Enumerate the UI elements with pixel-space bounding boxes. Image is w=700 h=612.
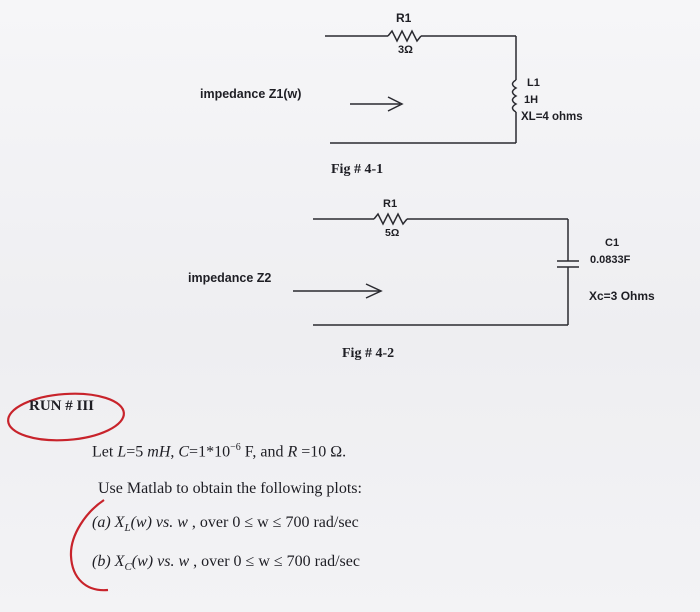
L-value: =5 (126, 443, 148, 461)
given-values-line: Let L=5 mH, C=1*10−6 F, and R =10 Ω. (92, 442, 346, 461)
plot-item-a: (a) XL(w) vs. w , over 0 ≤ w ≤ 700 rad/s… (92, 514, 359, 534)
item-a-range: , over 0 ≤ w ≤ 700 rad/sec (187, 514, 359, 531)
item-a-func-arg: (w) (130, 514, 152, 531)
red-bracket-annotation-items (69, 499, 109, 592)
item-b-func-arg: (w) (131, 553, 154, 570)
run-title: RUN # III (29, 398, 95, 414)
fig2-capacitor-name: C1 (605, 237, 620, 249)
instruction-text: Use Matlab to obtain the following plots… (98, 480, 362, 497)
C-exponent: −6 (230, 442, 241, 453)
L-unit: mH (147, 443, 171, 461)
fig1-circuit (325, 29, 518, 144)
item-a-func-sub: L (124, 522, 131, 535)
item-a-vs: vs. w (151, 514, 188, 531)
red-circle-annotation-run (7, 392, 125, 442)
fig1-inductor-symbol (511, 79, 518, 113)
fig2-arrow-head (365, 283, 383, 299)
fig2-impedance-label: impedance Z2 (188, 271, 272, 285)
fig2-resistor-name: R1 (383, 198, 398, 210)
R-value: =10 Ω. (297, 443, 347, 461)
item-b-func: X (114, 553, 125, 570)
fig1-inductor-value: 1H (524, 94, 539, 106)
fig1-resistor-value: 3Ω (398, 44, 413, 56)
C-unit: F, and (240, 443, 288, 461)
item-b-range: , over 0 ≤ w ≤ 700 rad/sec (189, 553, 360, 570)
fig2-capacitor-value: 0.0833F (590, 254, 631, 266)
item-b-func-sub: C (124, 561, 132, 574)
item-b-vs: vs. w (153, 553, 190, 570)
given-prefix: Let (92, 443, 118, 461)
fig2-resistor-symbol (373, 212, 408, 226)
fig1-caption: Fig # 4-1 (331, 162, 384, 177)
item-a-func: X (114, 514, 125, 531)
fig2-caption: Fig # 4-2 (342, 346, 395, 361)
C-variable: C (178, 443, 190, 461)
fig1-arrow-head (387, 96, 404, 112)
fig1-resistor-name: R1 (396, 11, 412, 25)
fig1-inductor-name: L1 (527, 77, 540, 89)
fig1-resistor-symbol (387, 29, 422, 43)
fig2-circuit (293, 212, 579, 326)
item-b-marker: (b) (92, 553, 111, 570)
C-value: =1*10 (189, 443, 231, 461)
sep: , (170, 443, 179, 461)
R-variable: R (287, 443, 298, 461)
item-a-marker: (a) (92, 514, 111, 531)
plot-item-b: (b) XC(w) vs. w , over 0 ≤ w ≤ 700 rad/s… (92, 553, 360, 573)
L-variable: L (117, 443, 127, 461)
fig2-resistor-value: 5Ω (385, 227, 400, 239)
fig1-impedance-label: impedance Z1(w) (200, 87, 302, 101)
fig1-inductor-reactance: XL=4 ohms (521, 111, 583, 123)
fig2-capacitor-reactance: Xc=3 Ohms (589, 289, 655, 303)
